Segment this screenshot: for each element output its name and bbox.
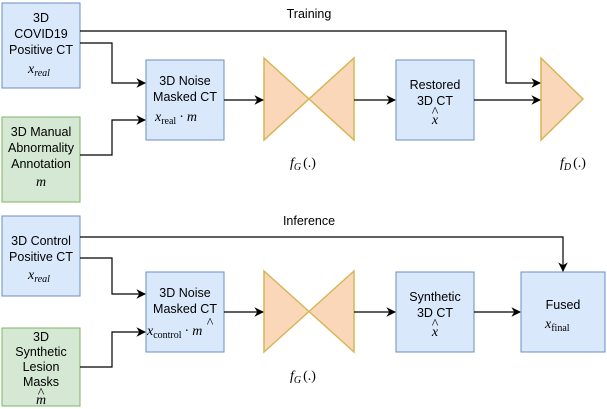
inference-label: Inference	[283, 214, 335, 228]
lesion-hat: ^	[38, 386, 45, 401]
inference-generator-label: fG(.)	[290, 369, 316, 386]
inference-synthetic-box: Synthetic 3D CT ^ x	[395, 271, 475, 353]
lesion-line-1: 3D	[33, 330, 49, 344]
fused-line-1: Fused	[546, 298, 581, 312]
synthetic-line-2: 3D CT	[417, 306, 453, 320]
training-edges	[80, 30, 541, 156]
training-label: Training	[287, 7, 332, 21]
inf-masked-line-2: Masked CT	[153, 302, 217, 316]
training-generator-label: fG(.)	[290, 156, 316, 173]
lesion-line-4: Masks	[23, 375, 59, 389]
restored-line-1: Restored	[410, 78, 461, 92]
inf-masked-line-1: 3D Noise	[159, 286, 210, 300]
input-ct-line-1: 3D	[33, 11, 49, 25]
edge-input-to-discriminator	[80, 30, 541, 88]
input-ct-line-2: COVID19	[14, 27, 68, 41]
restored-math: x	[431, 113, 439, 128]
masked-line-1: 3D Noise	[159, 74, 210, 88]
training-annotation-box: 3D Manual Abnormality Annotation m	[1, 116, 81, 203]
edge-annotation-to-masked	[80, 115, 146, 156]
annotation-line-2: Abnormality	[8, 141, 75, 155]
inference-fused-box: Fused xfinal	[520, 271, 606, 353]
training-discriminator: fD(.)	[540, 56, 586, 173]
synthetic-math: x	[431, 325, 439, 340]
lesion-line-3: Lesion	[23, 360, 60, 374]
inference-lesion-masks-box: 3D Synthetic Lesion Masks ^ m	[1, 327, 81, 408]
synthetic-hat: ^	[432, 317, 439, 332]
inference-edges	[80, 236, 568, 368]
edge-control-to-masked	[80, 257, 146, 299]
training-generator: fG(.)	[263, 56, 355, 173]
input-ct-line-3: Positive CT	[9, 43, 73, 57]
control-math: xreal	[27, 268, 50, 285]
inf-masked-hat: ^	[207, 316, 214, 331]
lesion-math: m	[36, 393, 46, 408]
fused-math: xfinal	[544, 317, 570, 334]
edge-lesion-to-masked	[80, 327, 146, 368]
masked-line-2: Masked CT	[153, 90, 217, 104]
edge-control-to-fused	[80, 236, 568, 272]
inference-control-ct-box: 3D Control Positive CT xreal	[1, 215, 81, 297]
training-masked-ct-box: 3D Noise Masked CT xreal·m	[145, 59, 225, 141]
training-input-ct-box: 3D COVID19 Positive CT xreal	[1, 2, 81, 89]
lesion-line-2: Synthetic	[15, 345, 66, 359]
annotation-line-3: Annotation	[11, 157, 71, 171]
inference-masked-ct-box: 3D Noise Masked CT ^ xcontrol·m	[145, 271, 225, 353]
edge-input-to-masked	[80, 42, 146, 88]
restored-hat: ^	[432, 105, 439, 120]
annotation-line-1: 3D Manual	[11, 125, 71, 139]
annotation-math: m	[36, 175, 46, 190]
control-line-1: 3D Control	[11, 234, 71, 248]
training-restored-box: Restored 3D CT ^ x	[395, 59, 475, 141]
masked-math: xreal·m	[154, 110, 197, 127]
control-line-2: Positive CT	[9, 250, 73, 264]
restored-line-2: 3D CT	[417, 94, 453, 108]
input-ct-math: xreal	[27, 62, 50, 79]
discriminator-label: fD(.)	[560, 156, 586, 173]
inf-masked-math: xcontrol·m	[146, 324, 202, 341]
inference-generator: fG(.)	[263, 269, 355, 386]
synthetic-line-1: Synthetic	[409, 290, 460, 304]
